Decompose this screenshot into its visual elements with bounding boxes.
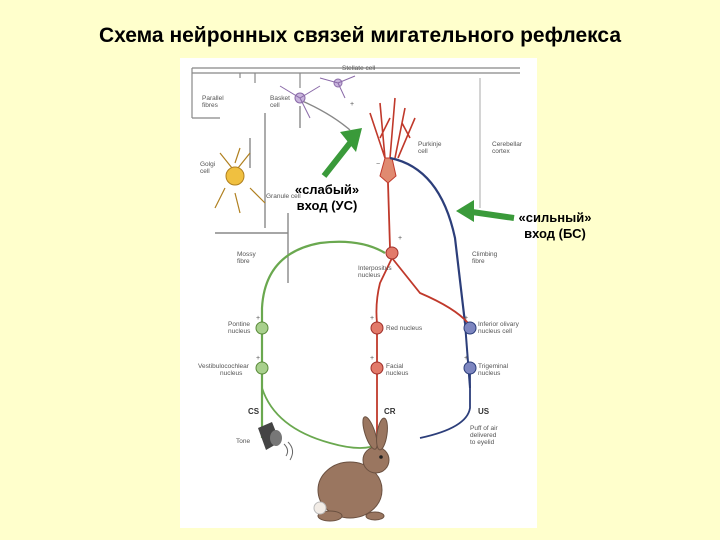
label-mossy-1: Mossy xyxy=(237,251,257,258)
label-purkinje-1: Purkinje xyxy=(418,141,442,148)
label-granule: Granule cell xyxy=(266,193,301,200)
synapse-sign: + xyxy=(256,315,260,322)
parallel-fibres xyxy=(191,67,520,119)
label-purkinje-2: cell xyxy=(418,148,428,155)
io-nucleus-node xyxy=(463,321,477,335)
red-nucleus-node xyxy=(370,321,384,335)
label-vestib-2: nucleus xyxy=(220,370,243,377)
label-puff-3: to eyelid xyxy=(470,439,495,446)
speaker-icon xyxy=(258,422,294,461)
neural-diagram: + − + + + + + + + Stellate cell Parallel… xyxy=(191,65,523,522)
synapse-sign: + xyxy=(398,235,402,242)
synapse-sign: + xyxy=(256,355,260,362)
label-io-2: nucleus cell xyxy=(478,328,513,335)
purkinje-cell xyxy=(369,97,416,249)
synapse-sign: + xyxy=(370,355,374,362)
label-pontine-2: nucleus xyxy=(228,328,251,335)
sensory-paths xyxy=(261,387,381,449)
synapse-sign: + xyxy=(350,101,354,108)
label-interpositus-1: Interpositus xyxy=(358,265,392,272)
mossy-fibre xyxy=(260,240,386,438)
label-pontine-1: Pontine xyxy=(228,321,250,328)
label-parallel-1: Parallel xyxy=(202,95,224,102)
golgi-cell xyxy=(214,147,266,214)
synapse-sign: − xyxy=(376,161,380,168)
label-golgi-2: cell xyxy=(200,168,210,175)
label-vestib-1: Vestibulocochlear xyxy=(198,363,250,370)
label-cortex-2: cortex xyxy=(492,148,510,155)
weak-input-callout: «слабый» вход (УС) xyxy=(284,182,370,214)
label-puff-2: delivered xyxy=(470,432,497,439)
slide-title: Схема нейронных связей мигательного рефл… xyxy=(98,24,622,47)
strong-input-line1: «сильный» xyxy=(518,210,592,225)
label-climbing-2: fibre xyxy=(472,258,485,265)
label-facial-2: nucleus xyxy=(386,370,409,377)
red-pathways xyxy=(375,257,469,448)
facial-nucleus-node xyxy=(370,361,384,375)
rabbit-icon xyxy=(313,416,390,522)
label-basket-1: Basket xyxy=(270,95,290,102)
label-parallel-2: fibres xyxy=(202,102,219,109)
diagram-panel: + − + + + + + + + Stellate cell Parallel… xyxy=(180,58,537,528)
synapse-sign: + xyxy=(370,315,374,322)
label-trigem-2: nucleus xyxy=(478,370,501,377)
label-cs: CS xyxy=(248,407,260,416)
synapse-sign: + xyxy=(464,355,468,362)
strong-input-line2: вход (БС) xyxy=(524,226,586,241)
label-us: US xyxy=(478,407,490,416)
label-red: Red nucleus xyxy=(386,325,423,332)
trigem-nucleus-node xyxy=(463,361,477,375)
climbing-fibre xyxy=(389,156,467,324)
interpositus-nucleus-node xyxy=(385,246,399,260)
label-stellate: Stellate cell xyxy=(342,65,376,72)
label-facial-1: Facial xyxy=(386,363,404,370)
label-golgi-1: Golgi xyxy=(200,161,215,168)
label-cortex-1: Cerebellar xyxy=(492,141,523,148)
label-climbing-1: Climbing xyxy=(472,251,498,258)
label-io-1: Inferior olivary xyxy=(478,321,520,328)
vestib-nucleus-node xyxy=(255,361,269,375)
label-trigem-1: Trigeminal xyxy=(478,363,509,370)
label-interpositus-2: nucleus xyxy=(358,272,381,279)
label-tone: Tone xyxy=(236,438,250,445)
label-puff-1: Puff of air xyxy=(470,425,499,432)
basket-cell xyxy=(279,85,321,119)
pontine-nucleus-node xyxy=(255,321,269,335)
stellate-cell xyxy=(319,75,356,99)
weak-input-line1: «слабый» xyxy=(294,182,360,197)
synapse-sign: + xyxy=(464,315,468,322)
label-cr: CR xyxy=(384,407,396,416)
label-mossy-2: fibre xyxy=(237,258,250,265)
strong-input-callout: «сильный» вход (БС) xyxy=(510,210,600,242)
weak-input-line2: вход (УС) xyxy=(296,198,358,213)
label-basket-2: cell xyxy=(270,102,280,109)
